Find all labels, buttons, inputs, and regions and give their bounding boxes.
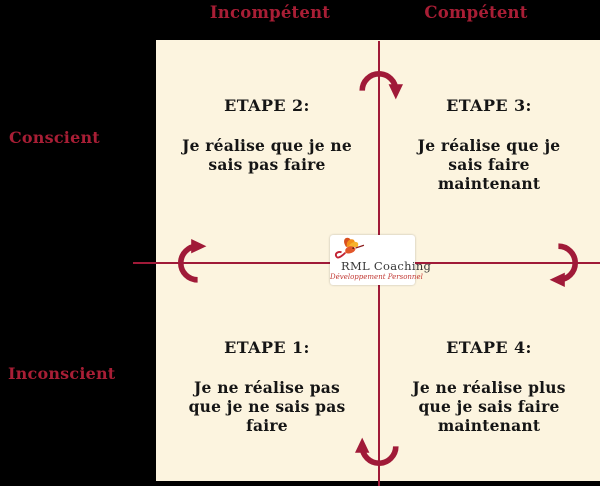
axis-label-incompetent: Incompétent: [209, 3, 331, 22]
hummingbird-icon: [334, 237, 365, 259]
logo-tagline: Développement Personnel: [330, 273, 423, 281]
logo-company-name: RML Coaching: [341, 259, 432, 273]
rotation-arrow-right-icon: [549, 243, 578, 287]
quadrant-stage-4: ETAPE 4: Je ne réalise plus que je sais …: [381, 338, 597, 435]
rotation-arrow-bottom-icon: [355, 437, 399, 466]
quadrant-title: ETAPE 4:: [446, 338, 532, 357]
rotation-arrow-top-icon: [359, 71, 403, 100]
axis-label-inconscient: Inconscient: [8, 364, 116, 383]
quadrant-body: Je réalise que je ne sais pas faire: [182, 136, 352, 174]
axis-label-competent: Compétent: [424, 3, 528, 22]
quadrant-title: ETAPE 3:: [446, 96, 532, 115]
quadrant-title: ETAPE 1:: [224, 338, 310, 357]
quadrant-stage-3: ETAPE 3: Je réalise que je sais faire ma…: [381, 96, 597, 193]
quadrant-title: ETAPE 2:: [224, 96, 310, 115]
quadrant-body: Je ne réalise plus que je sais faire mai…: [412, 378, 566, 435]
rotation-arrow-left-icon: [178, 239, 207, 283]
quadrant-stage-2: ETAPE 2: Je réalise que je ne sais pas f…: [157, 96, 377, 174]
quadrant-body: Je réalise que je sais faire maintenant: [417, 136, 561, 193]
axis-label-conscient: Conscient: [9, 128, 100, 147]
rml-coaching-logo: RML Coaching Développement Personnel: [330, 235, 431, 285]
quadrant-stage-1: ETAPE 1: Je ne réalise pas que je ne sai…: [157, 338, 377, 435]
quadrant-body: Je ne réalise pas que je ne sais pas fai…: [188, 378, 346, 435]
